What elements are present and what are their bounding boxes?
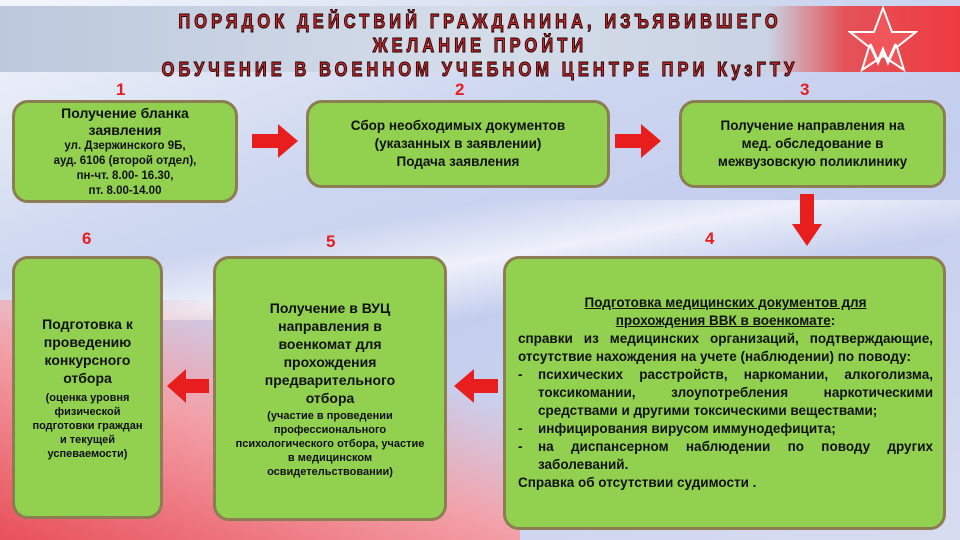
title-line-2: ОБУЧЕНИЕ В ВОЕННОМ УЧЕБНОМ ЦЕНТРЕ ПРИ Ку… — [161, 59, 799, 82]
step-5-heading: Получение в ВУЦ направления в военкомат … — [264, 299, 396, 406]
step-6-box: Подготовка к проведению конкурсного отбо… — [12, 256, 163, 519]
step-6-heading: Подготовка к проведению конкурсного отбо… — [42, 315, 133, 386]
step-number-4: 4 — [705, 229, 715, 248]
step-4-heading-text: Подготовка медицинских документов для пр… — [584, 295, 867, 328]
step-2-line: Подача заявления — [396, 154, 520, 169]
step-1-box: Получение бланка заявления ул. Дзержинск… — [12, 100, 238, 203]
step-3-line: Получение направления на — [720, 118, 905, 133]
step-4-heading-colon: : — [830, 313, 836, 328]
title-banner — [0, 6, 960, 72]
arrow-right-icon — [252, 124, 298, 158]
slide-title: ПОРЯДОК ДЕЙСТВИЙ ГРАЖДАНИНА, ИЗЪЯВИВШЕГО… — [144, 10, 816, 82]
step-1-line: ауд. 6106 (второй отдел), — [53, 154, 197, 167]
bullet-dash: - — [518, 439, 523, 454]
step-4-list-item: -инфицирования вирусом иммунодефицита; — [518, 420, 933, 438]
step-4-list-item: -на диспансерном наблюдении по поводу др… — [518, 438, 933, 474]
step-6-subtext: (оценка уровня физической подготовки гра… — [32, 391, 143, 460]
step-4-intro: справки из медицинских организаций, подт… — [518, 331, 933, 364]
red-star-logo-icon — [848, 6, 918, 72]
step-4-box: Подготовка медицинских документов для пр… — [503, 256, 946, 530]
arrow-down-icon — [792, 194, 822, 246]
title-line-1: ПОРЯДОК ДЕЙСТВИЙ ГРАЖДАНИНА, ИЗЪЯВИВШЕГО… — [178, 11, 782, 58]
step-4-footer: Справка об отсутствии судимости . — [518, 475, 757, 490]
step-1-line: пн-чт. 8.00- 16.30, — [76, 169, 174, 182]
step-4-item-text: на диспансерном наблюдении по поводу дру… — [538, 439, 933, 472]
step-number-3: 3 — [800, 80, 810, 99]
step-3-line: межвузовскую поликлинику — [717, 154, 908, 169]
step-3-line: мед. обследование в — [741, 136, 884, 151]
arrow-left-icon — [454, 369, 498, 403]
step-2-box: Сбор необходимых документов (указанных в… — [306, 100, 610, 188]
step-3-box: Получение направления на мед. обследован… — [679, 100, 946, 188]
step-5-subtext: (участие в проведении профессионального … — [235, 409, 425, 478]
arrow-left-icon — [167, 369, 209, 403]
step-4-heading: Подготовка медицинских документов для пр… — [518, 294, 933, 330]
step-1-line: пт. 8.00-14.00 — [88, 184, 162, 197]
step-number-6: 6 — [82, 229, 92, 248]
step-number-1: 1 — [116, 80, 126, 99]
bullet-dash: - — [518, 421, 523, 436]
step-number-5: 5 — [326, 232, 336, 251]
step-4-item-text: инфицирования вирусом иммунодефицита; — [538, 421, 836, 436]
bullet-dash: - — [518, 367, 523, 382]
step-5-box: Получение в ВУЦ направления в военкомат … — [213, 256, 447, 521]
step-4-list-item: -психических расстройств, наркомании, ал… — [518, 366, 933, 420]
step-1-line: ул. Дзержинского 9Б, — [64, 139, 186, 152]
step-number-2: 2 — [455, 80, 465, 99]
step-2-line: Сбор необходимых документов — [350, 118, 566, 133]
step-1-heading: Получение бланка заявления — [61, 104, 189, 138]
step-4-item-text: психических расстройств, наркомании, алк… — [538, 367, 933, 418]
step-2-line: (указанных в заявлении) — [374, 136, 542, 151]
arrow-right-icon — [615, 124, 661, 158]
